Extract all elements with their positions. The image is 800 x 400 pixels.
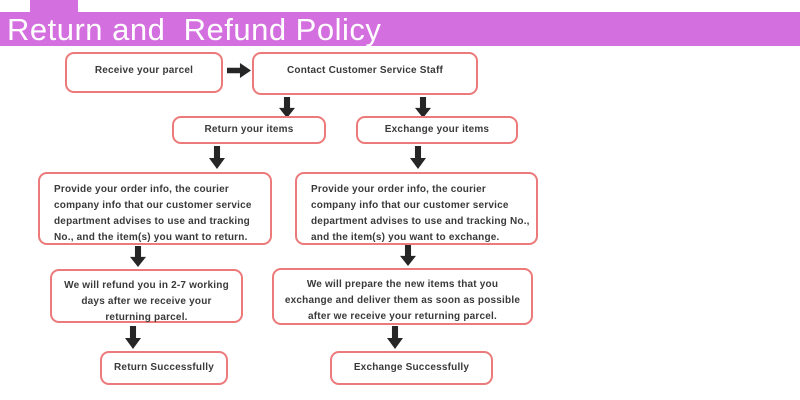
header-corner-tab xyxy=(30,0,78,12)
arrow-down-icon xyxy=(415,97,431,118)
page-title: Return and Refund Policy xyxy=(7,11,382,47)
node-return-successfully: Return Successfully xyxy=(100,351,228,385)
node-refund-working-days: We will refund you in 2-7 working days a… xyxy=(50,269,243,323)
node-label: We will prepare the new items that you e… xyxy=(284,279,521,322)
arrow-down-icon xyxy=(125,326,141,349)
node-label: Exchange your items xyxy=(384,124,490,135)
node-exchange-successfully: Exchange Successfully xyxy=(330,351,493,385)
node-exchange-your-items: Exchange your items xyxy=(356,116,518,144)
node-label: Exchange Successfully xyxy=(353,362,470,373)
node-label: Contact Customer Service Staff xyxy=(286,65,444,76)
arrow-down-icon xyxy=(400,245,416,266)
node-prepare-new-items: We will prepare the new items that you e… xyxy=(272,268,533,325)
arrow-down-icon xyxy=(209,146,225,169)
header-bar: Return and Refund Policy xyxy=(0,12,800,46)
node-return-your-items: Return your items xyxy=(172,116,326,144)
node-label: Return your items xyxy=(204,124,294,135)
node-provide-info-return: Provide your order info, the courier com… xyxy=(38,172,272,245)
node-receive-parcel: Receive your parcel xyxy=(65,52,223,93)
node-label: Receive your parcel xyxy=(94,65,194,76)
arrow-down-icon xyxy=(410,146,426,169)
node-label: Return Successfully xyxy=(114,362,214,373)
arrow-down-icon xyxy=(279,97,295,118)
arrow-down-icon xyxy=(387,326,403,349)
node-contact-customer-service: Contact Customer Service Staff xyxy=(252,52,478,95)
arrow-down-icon xyxy=(130,246,146,267)
node-label: Provide your order info, the courier com… xyxy=(54,184,252,243)
node-label: Provide your order info, the courier com… xyxy=(311,184,530,243)
node-provide-info-exchange: Provide your order info, the courier com… xyxy=(295,172,538,245)
node-label: We will refund you in 2-7 working days a… xyxy=(64,280,229,323)
arrow-right-icon xyxy=(227,63,251,78)
